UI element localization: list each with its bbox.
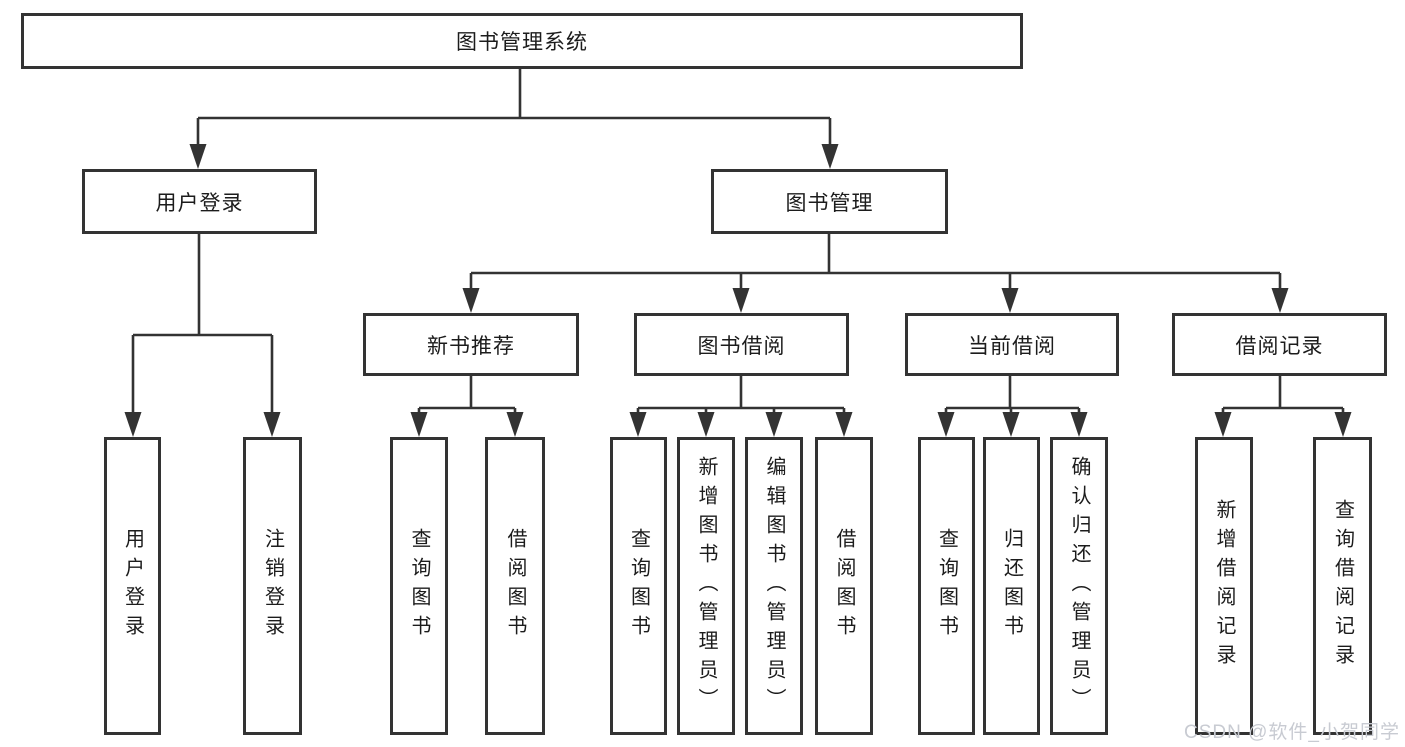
arrowhead-icon [124,412,142,437]
leaf-add-books-admin: 新增图书（管理员） [677,437,735,735]
leaf-user-login-label: 用户登录 [121,528,144,644]
arrowhead-icon [937,412,955,437]
leaf-query-books-1-label: 查询图书 [408,528,430,644]
branch-book-management: 图书管理 [711,169,948,234]
arrowhead-icon [1214,412,1232,437]
csdn-watermark: CSDN @软件_小贺同学 [1184,722,1400,743]
leaf-borrow-books-2: 借阅图书 [815,437,873,735]
arrowhead-icon [1002,412,1020,437]
leaf-return-books: 归还图书 [983,437,1040,735]
arrowhead-icon [1271,288,1289,313]
node-book-borrowing: 图书借阅 [634,313,849,376]
arrowhead-icon [629,412,647,437]
leaf-borrow-books-2-label: 借阅图书 [833,528,855,644]
leaf-logout: 注销登录 [243,437,302,735]
arrowhead-icon [732,288,750,313]
node-borrowing-records-label: 借阅记录 [1235,334,1324,358]
arrowhead-icon [462,288,480,313]
arrowhead-icon [835,412,853,437]
node-new-book-recommend-label: 新书推荐 [427,334,515,358]
arrowhead-icon [506,412,524,437]
leaf-confirm-return-admin: 确认归还（管理员） [1050,437,1108,735]
root-node-book-management-system: 图书管理系统 [21,13,1023,69]
arrowhead-icon [189,144,207,169]
leaf-query-borrow-record-label: 查询借阅记录 [1331,499,1354,673]
node-borrowing-records: 借阅记录 [1172,313,1387,376]
leaf-logout-label: 注销登录 [261,528,284,644]
leaf-add-books-admin-label: 新增图书（管理员） [695,455,717,717]
node-new-book-recommend: 新书推荐 [363,313,579,376]
leaf-query-books-2: 查询图书 [610,437,667,735]
node-book-borrowing-label: 图书借阅 [697,334,786,358]
branch-user-login-label: 用户登录 [155,191,244,215]
leaf-query-borrow-record: 查询借阅记录 [1313,437,1372,735]
arrowhead-icon [263,412,281,437]
leaf-edit-books-admin-label: 编辑图书（管理员） [763,455,785,717]
arrowhead-icons [124,144,1352,437]
leaf-return-books-label: 归还图书 [1000,528,1023,644]
leaf-confirm-return-admin-label: 确认归还（管理员） [1068,455,1090,717]
branch-book-management-label: 图书管理 [785,191,874,215]
node-current-borrowing: 当前借阅 [905,313,1119,376]
leaf-user-login: 用户登录 [104,437,161,735]
root-node-label: 图书管理系统 [456,31,588,54]
arrowhead-icon [410,412,428,437]
node-current-borrowing-label: 当前借阅 [968,334,1056,358]
arrowhead-icon [765,412,783,437]
leaf-add-borrow-record-label: 新增借阅记录 [1213,499,1235,673]
arrowhead-icon [821,144,839,169]
arrowhead-icon [697,412,715,437]
arrowhead-icon [1001,288,1019,313]
leaf-borrow-books-1-label: 借阅图书 [504,528,526,644]
leaf-query-books-1: 查询图书 [390,437,448,735]
leaf-query-books-2-label: 查询图书 [627,528,650,644]
leaf-borrow-books-1: 借阅图书 [485,437,545,735]
leaf-add-borrow-record: 新增借阅记录 [1195,437,1253,735]
leaf-query-books-3: 查询图书 [918,437,975,735]
leaf-edit-books-admin: 编辑图书（管理员） [745,437,803,735]
arrowhead-icon [1334,412,1352,437]
arrowhead-icon [1070,412,1088,437]
tree-edges [131,69,1345,414]
leaf-query-books-3-label: 查询图书 [935,528,958,644]
branch-user-login: 用户登录 [82,169,317,234]
